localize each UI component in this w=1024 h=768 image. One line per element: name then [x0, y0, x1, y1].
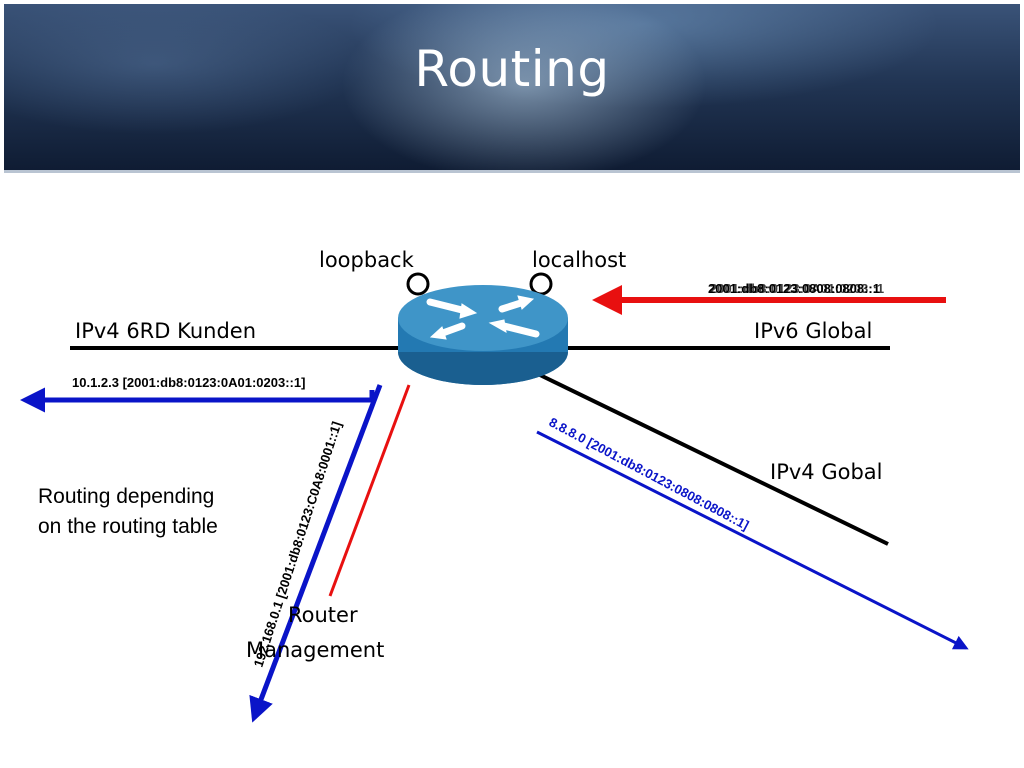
ipv4-global-label: IPv4 Gobal: [770, 460, 882, 484]
banner-divider: [4, 170, 1020, 173]
router-icon: [398, 285, 568, 385]
localhost-label: localhost: [532, 248, 626, 272]
arrow-to-kunden: [20, 387, 375, 413]
loopback-interface-icon: [406, 272, 430, 296]
routing-note-line1: Routing depending: [38, 485, 215, 508]
arrow-to-management: [249, 384, 383, 723]
ipv4-6rd-label: IPv4 6RD Kunden: [75, 319, 256, 343]
global-v6-address-label-a: 2001:db8:0123:0808:0808::1: [708, 281, 880, 296]
link-ipv4-global: [539, 373, 889, 546]
router-management-label-line2: Management: [246, 638, 384, 662]
link-router-management: [328, 384, 411, 597]
title-banner: [4, 4, 1020, 170]
slide-title: Routing: [414, 40, 610, 98]
management-address-label: 192.168.0.1 [2001:db8:0123:C0A8:0001::1]: [251, 420, 345, 669]
router-management-label-line1: Router: [288, 603, 358, 627]
routing-note-line2: on the routing table: [38, 515, 218, 538]
localhost-interface-icon: [529, 272, 553, 296]
loopback-label: loopback: [319, 248, 415, 272]
arrow-to-ipv4-global: [536, 430, 969, 650]
routing-note: Routing depending on the routing table: [38, 482, 218, 542]
global-v6-address-label-b: 2001:db8:0123:0A01:0203::1: [710, 281, 884, 296]
kunden-address-label: 10.1.2.3 [2001:db8:0123:0A01:0203::1]: [72, 375, 305, 390]
global-v4-address-label: 8.8.8.0 [2001:db8:0123:0808:0808::1]: [547, 414, 752, 532]
ipv6-global-label: IPv6 Global: [754, 319, 872, 343]
